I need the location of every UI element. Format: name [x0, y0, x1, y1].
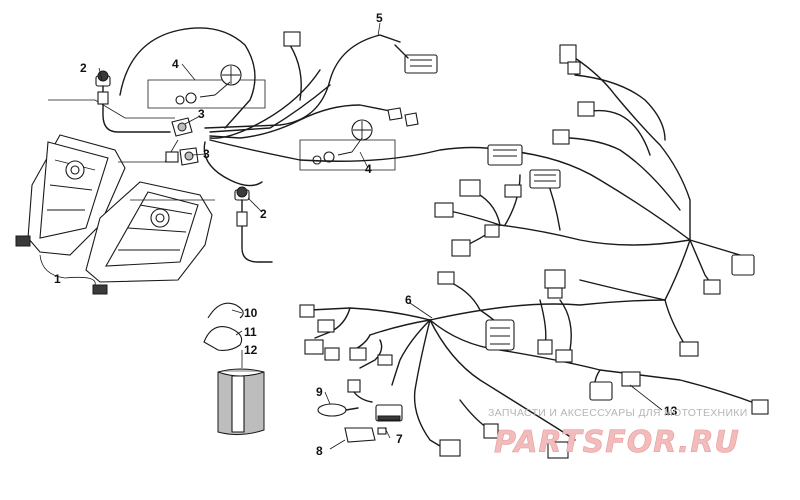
connector-7	[375, 404, 403, 435]
callout-12: 12	[244, 343, 258, 357]
callout-9: 9	[316, 385, 323, 399]
sleeve-12	[217, 368, 265, 436]
adjuster-4-lower	[299, 119, 396, 171]
callout-7: 7	[396, 432, 403, 446]
callout-1: 1	[54, 272, 61, 286]
callout-8: 8	[316, 444, 323, 458]
main-harness-upper	[434, 44, 755, 301]
callout-11: 11	[244, 325, 257, 339]
watermark-logo: PARTSFOR.RU	[494, 425, 740, 460]
callout-2-lower: 2	[260, 207, 267, 221]
callout-6: 6	[405, 293, 412, 307]
callout-3-upper: 3	[198, 107, 205, 121]
callout-5: 5	[376, 11, 383, 25]
headlight-left	[15, 134, 126, 256]
bulb-socket-lower	[234, 186, 273, 263]
clip-10	[207, 302, 244, 319]
callout-4-lower: 4	[365, 162, 372, 176]
callout-4-upper: 4	[172, 57, 179, 71]
callout-3-lower: 3	[203, 147, 210, 161]
callout-13: 13	[664, 404, 678, 418]
callout-2-upper: 2	[80, 61, 87, 75]
bulb-3-lower	[165, 147, 199, 166]
watermark-tagline: ЗАПЧАСТИ И АКСЕССУАРЫ ДЛЯ МОТОТЕХНИКИ	[488, 407, 748, 419]
bulb-3-upper	[171, 117, 193, 137]
clip-11	[203, 326, 243, 351]
headlight-right	[85, 181, 213, 295]
module-8	[344, 427, 376, 443]
main-harness-lower	[299, 271, 769, 459]
callout-10: 10	[244, 306, 258, 320]
sensor-9	[317, 379, 373, 417]
adjuster-4-upper	[147, 64, 266, 109]
headlight-harness	[119, 27, 501, 187]
